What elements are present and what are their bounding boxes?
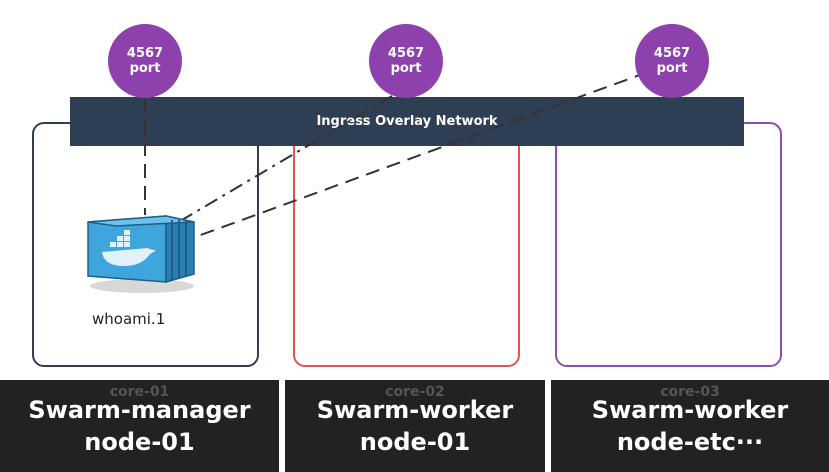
port-circle-3: 4567 port: [635, 24, 709, 98]
node-box-core-02: [293, 122, 520, 367]
port-circle-1: 4567 port: [108, 24, 182, 98]
node-panel-3: core-03 Swarm-worker node-etc···: [551, 380, 829, 472]
core-label: core-02: [385, 384, 445, 400]
container-name: whoami.1: [92, 310, 166, 328]
node-name: node-01: [84, 428, 195, 456]
port-number: 4567: [653, 46, 691, 61]
port-number: 4567: [387, 46, 425, 61]
core-label: core-03: [660, 384, 720, 400]
port-label: port: [390, 61, 422, 76]
node-role: Swarm-worker: [591, 396, 789, 424]
network-label: Ingress Overlay Network: [316, 114, 498, 129]
port-number: 4567: [126, 46, 164, 61]
docker-container-icon: [87, 215, 195, 293]
node-name: node-01: [359, 428, 471, 456]
ingress-overlay-network-bar: Ingress Overlay Network: [70, 97, 744, 146]
node-panel-1: core-01 Swarm-manager node-01: [0, 380, 279, 472]
node-role: Swarm-manager: [28, 396, 251, 424]
node-name: node-etc···: [616, 428, 764, 456]
core-label: core-01: [109, 384, 170, 400]
port-circle-2: 4567 port: [369, 24, 443, 98]
port-label: port: [129, 61, 161, 76]
port-label: port: [656, 61, 688, 76]
node-panel-2: core-02 Swarm-worker node-01: [285, 380, 545, 472]
node-role: Swarm-worker: [316, 396, 514, 424]
node-box-core-03: [555, 122, 782, 367]
